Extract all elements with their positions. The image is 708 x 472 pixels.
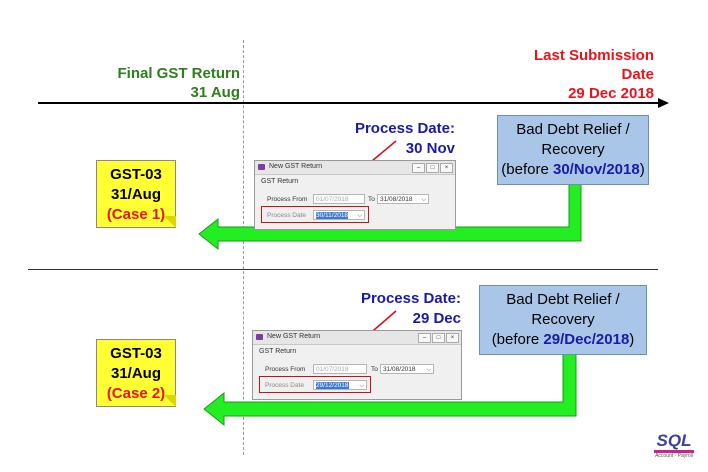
- case1-process-date-callout: Process Date: 30 Nov: [320, 119, 455, 159]
- case1-process-from-field[interactable]: 01/07/2018: [313, 194, 365, 204]
- case1-window-title: New GST Return: [269, 163, 323, 170]
- last-submission-date: 29 Dec 2018: [568, 85, 654, 102]
- case1-relief-date: 30/Nov/2018: [552, 161, 640, 178]
- case1-note-date: 31/Aug: [110, 186, 161, 203]
- app-icon: [258, 164, 265, 170]
- sql-logo: SQL Account · Payroll: [648, 432, 700, 466]
- case1-process-date-field[interactable]: 30/11/2018 ⌵: [313, 210, 365, 220]
- case1-relief-prefix: (before: [501, 161, 553, 178]
- case2-group-label: GST Return: [259, 348, 297, 355]
- case1-process-date-value: 30 Nov: [405, 140, 455, 157]
- case2-green-arrow: [203, 353, 577, 427]
- case-separator-line: [28, 269, 658, 270]
- case1-to-label: To: [368, 196, 375, 203]
- case1-to-field[interactable]: 31/08/2018 ⌵: [377, 194, 429, 204]
- case2-note-case: (Case 2): [106, 385, 166, 402]
- sql-logo-underline: [654, 450, 694, 453]
- case1-window-titlebar: New GST Return – □ ×: [255, 161, 455, 175]
- final-gst-return-title: Final GST Return: [117, 65, 240, 82]
- case2-new-gst-return-window: New GST Return – □ × GST Return Process …: [252, 330, 462, 400]
- case2-to-label: To: [371, 366, 378, 373]
- case2-process-date-value: 29 Dec: [412, 310, 461, 327]
- case1-relief-line1: Bad Debt Relief /: [516, 121, 630, 138]
- case1-relief-line2: Recovery: [541, 141, 605, 158]
- minimize-icon[interactable]: –: [418, 333, 431, 343]
- final-gst-return-label: Final GST Return 31 Aug: [60, 64, 240, 102]
- case2-window-titlebar: New GST Return – □ ×: [253, 331, 461, 345]
- final-gst-return-date: 31 Aug: [190, 84, 240, 101]
- case1-relief-suffix: ): [639, 161, 645, 178]
- case1-process-date-label: Process Date:: [354, 120, 455, 137]
- case2-highlight-rect: [259, 376, 371, 393]
- timeline-axis: [38, 102, 660, 104]
- sql-logo-subtext: Account · Payroll: [655, 453, 693, 459]
- timeline-arrowhead: [658, 98, 669, 108]
- case2-relief-line2: Recovery: [531, 311, 595, 328]
- case2-note-form: GST-03: [110, 345, 162, 362]
- case2-process-date-callout: Process Date: 29 Dec: [325, 289, 461, 329]
- maximize-icon[interactable]: □: [432, 333, 445, 343]
- sql-logo-sub2: Payroll: [677, 453, 693, 459]
- app-icon: [256, 334, 263, 340]
- case1-note-case: (Case 1): [106, 206, 166, 223]
- case2-window-title: New GST Return: [267, 333, 321, 340]
- case2-gst03-note: GST-03 31/Aug (Case 2): [96, 339, 176, 407]
- case2-to-value: 31/08/2018: [383, 366, 416, 373]
- case1-note-form: GST-03: [110, 166, 162, 183]
- chevron-down-icon[interactable]: ⌵: [357, 213, 362, 219]
- case2-to-field[interactable]: 31/08/2018 ⌵: [380, 364, 434, 374]
- case2-from-value: 01/07/2018: [316, 366, 349, 373]
- chevron-down-icon[interactable]: ⌵: [359, 383, 364, 389]
- case2-date-value: 29/12/2018: [316, 382, 349, 389]
- case2-process-from-field[interactable]: 01/07/2018: [313, 364, 367, 374]
- last-submission-title-2: Date: [621, 66, 654, 83]
- maximize-icon[interactable]: □: [426, 163, 439, 173]
- last-submission-title-1: Last Submission: [533, 47, 654, 64]
- case2-relief-date: 29/Dec/2018: [543, 331, 630, 348]
- case2-note-date: 31/Aug: [110, 365, 161, 382]
- case2-relief-line3: (before 29/Dec/2018): [480, 330, 646, 350]
- case1-new-gst-return-window: New GST Return – □ × GST Return Process …: [254, 160, 456, 230]
- case2-process-date-label: Process Date:: [360, 290, 461, 307]
- case2-relief-line1: Bad Debt Relief /: [506, 291, 620, 308]
- case1-relief-line3: (before 30/Nov/2018): [498, 160, 648, 180]
- case1-group-label: GST Return: [261, 178, 299, 185]
- case2-bad-debt-relief-box: Bad Debt Relief / Recovery (before 29/De…: [479, 285, 647, 355]
- case1-to-value: 31/08/2018: [380, 196, 413, 203]
- case1-gst03-note: GST-03 31/Aug (Case 1): [96, 160, 176, 228]
- case2-process-date-field[interactable]: 29/12/2018 ⌵: [313, 380, 367, 390]
- case2-date-label: Process Date: [265, 382, 305, 389]
- close-icon[interactable]: ×: [446, 333, 459, 343]
- close-icon[interactable]: ×: [440, 163, 453, 173]
- final-return-guide-line: [243, 40, 244, 455]
- case2-relief-suffix: ): [629, 331, 635, 348]
- case1-bad-debt-relief-box: Bad Debt Relief / Recovery (before 30/No…: [497, 115, 649, 185]
- sql-logo-sub1: Account: [655, 453, 674, 459]
- case1-from-value: 01/07/2018: [316, 196, 349, 203]
- case2-relief-prefix: (before: [491, 331, 544, 348]
- case1-date-label: Process Date: [267, 212, 307, 219]
- sql-logo-text: SQL: [656, 431, 692, 450]
- chevron-down-icon[interactable]: ⌵: [426, 367, 431, 373]
- case1-date-value: 30/11/2018: [316, 212, 349, 219]
- case1-from-label: Process From: [267, 196, 308, 203]
- last-submission-label: Last Submission Date 29 Dec 2018: [470, 46, 654, 103]
- minimize-icon[interactable]: –: [412, 163, 425, 173]
- case2-from-label: Process From: [265, 366, 306, 373]
- chevron-down-icon[interactable]: ⌵: [421, 197, 426, 203]
- case1-highlight-rect: [261, 206, 369, 223]
